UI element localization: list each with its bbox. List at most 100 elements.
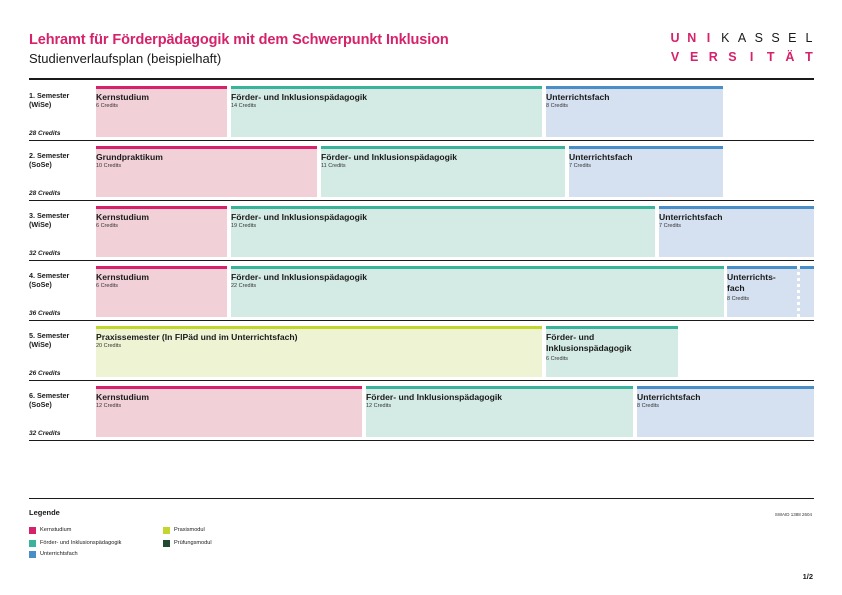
semester-label: 4. Semester (SoSe): [29, 271, 89, 289]
module-credits: 8 Credits: [727, 296, 750, 302]
semester-label: 2. Semester (SoSe): [29, 151, 89, 169]
module-color-bar: [96, 146, 317, 149]
module-credits: 12 Credits: [96, 403, 122, 409]
legend-item-praxismodul: Praxismodul: [163, 526, 205, 534]
semester-name: 5. Semester: [29, 331, 70, 340]
module-credits: 7 Credits: [569, 163, 592, 169]
row-divider: [29, 200, 814, 201]
module-kernstudium: Kernstudium 6 Credits: [96, 266, 227, 317]
module-color-bar: [569, 146, 723, 149]
legend-label: Kernstudium: [40, 527, 72, 533]
legend-item-kernstudium: Kernstudium: [29, 526, 71, 534]
semester-term: (WiSe): [29, 340, 52, 349]
legend-title: Legende: [29, 508, 60, 517]
logo-letter: T: [766, 50, 775, 64]
module-unterrichtsfach: Unterrichtsfach 7 Credits: [569, 146, 723, 197]
semester-label: 1. Semester (WiSe): [29, 91, 89, 109]
university-logo: U N I K A S S E L V E R S I T Ä T: [669, 31, 817, 65]
row-divider: [29, 140, 814, 141]
module-credits: 6 Credits: [96, 103, 119, 109]
module-color-bar: [231, 206, 655, 209]
semester-row-6: 6. Semester (SoSe) 32 Credits Kernstudiu…: [29, 381, 814, 441]
module-title: Unterrichtsfach: [637, 392, 701, 402]
semester-credits: 36 Credits: [29, 310, 61, 317]
logo-letter: S: [728, 50, 737, 64]
logo-letter: I: [749, 50, 754, 64]
semester-credits: 26 Credits: [29, 370, 61, 377]
semester-term: (SoSe): [29, 400, 52, 409]
module-credits: 12 Credits: [366, 403, 392, 409]
module-credits: 6 Credits: [546, 356, 569, 362]
legend-item-pruefungsmodul: Prüfungsmodul: [163, 539, 212, 547]
logo-letter: S: [754, 31, 763, 45]
module-color-bar: [366, 386, 633, 389]
module-title: Unterrichtsfach: [569, 152, 633, 162]
module-unterrichtsfach: Unterrichtsfach 8 Credits: [637, 386, 814, 437]
module-title: Förder- und Inklusionspädagogik: [231, 92, 368, 102]
semester-name: 3. Semester: [29, 211, 70, 220]
module-kernstudium: Kernstudium 6 Credits: [96, 206, 227, 257]
module-kernstudium: Kernstudium 6 Credits: [96, 86, 227, 137]
page-title: Lehramt für Förderpädagogik mit dem Schw…: [29, 32, 449, 48]
legend-label: Förder- und Inklusionspädagogik: [40, 540, 122, 546]
module-credits: 10 Credits: [96, 163, 122, 169]
row-divider: [29, 440, 814, 441]
module-color-bar: [637, 386, 814, 389]
module-foerder: Förder- und Inklusionspädagogik 14 Credi…: [231, 86, 542, 137]
logo-letter: R: [708, 50, 718, 64]
module-color-bar: [96, 206, 227, 209]
logo-letter: U: [670, 31, 680, 45]
module-credits: 6 Credits: [96, 223, 119, 229]
row-divider: [29, 260, 814, 261]
semester-credits: 28 Credits: [29, 130, 61, 137]
semester-term: (SoSe): [29, 160, 52, 169]
module-color-bar: [727, 266, 814, 269]
module-color-bar: [96, 326, 542, 329]
logo-letter: A: [737, 31, 747, 45]
module-color-bar: [96, 266, 227, 269]
logo-letter: K: [721, 31, 730, 45]
module-color-bar: [231, 266, 724, 269]
legend-swatch: [163, 526, 170, 534]
semester-label: 3. Semester (WiSe): [29, 211, 89, 229]
semester-row-4: 4. Semester (SoSe) 36 Credits Kernstudiu…: [29, 261, 814, 321]
logo-letter: S: [771, 31, 780, 45]
module-color-bar: [96, 86, 227, 89]
module-title: Förder- und Inklusionspädagogik: [231, 272, 368, 282]
logo-letter: T: [805, 50, 813, 64]
logo-row-2: V E R S I T Ä T: [669, 50, 815, 64]
row-divider: [29, 320, 814, 321]
module-color-bar: [321, 146, 565, 149]
module-title: Kernstudium: [96, 272, 149, 282]
module-title: Förder- und Inklusionspädagogik: [546, 332, 632, 353]
semester-term: (WiSe): [29, 220, 52, 229]
module-title: Kernstudium: [96, 92, 149, 102]
legend-swatch: [29, 550, 36, 558]
module-title: Förder- und Inklusionspädagogik: [231, 212, 368, 222]
row-divider: [29, 380, 814, 381]
module-foerder: Förder- und Inklusionspädagogik 11 Credi…: [321, 146, 565, 197]
module-grundpraktikum: Grundpraktikum 10 Credits: [96, 146, 317, 197]
semester-credits: 32 Credits: [29, 430, 61, 437]
module-unterrichtsfach: Unterrichts-fach 8 Credits: [727, 266, 814, 317]
semester-credits: 32 Credits: [29, 250, 61, 257]
module-credits: 8 Credits: [546, 103, 569, 109]
logo-letter: Ä: [785, 50, 795, 64]
logo-letter: L: [805, 31, 813, 45]
module-color-bar: [96, 386, 362, 389]
legend-swatch: [163, 539, 170, 547]
dashed-separator: [797, 266, 800, 317]
logo-row-1: U N I K A S S E L: [669, 31, 815, 45]
module-credits: 22 Credits: [231, 283, 257, 289]
module-credits: 19 Credits: [231, 223, 257, 229]
module-title: Kernstudium: [96, 392, 149, 402]
legend-swatch: [29, 526, 36, 534]
module-foerder: Förder- und Inklusionspädagogik 6 Credit…: [546, 326, 678, 377]
legend-item-foerder: Förder- und Inklusionspädagogik: [29, 539, 121, 547]
legend-swatch: [29, 539, 36, 547]
legend-label: Prüfungsmodul: [174, 540, 212, 546]
module-kernstudium: Kernstudium 12 Credits: [96, 386, 362, 437]
module-credits: 14 Credits: [231, 103, 257, 109]
semester-label: 5. Semester (WiSe): [29, 331, 89, 349]
module-praxissemester: Praxissemester (In FlPäd und im Unterric…: [96, 326, 542, 377]
